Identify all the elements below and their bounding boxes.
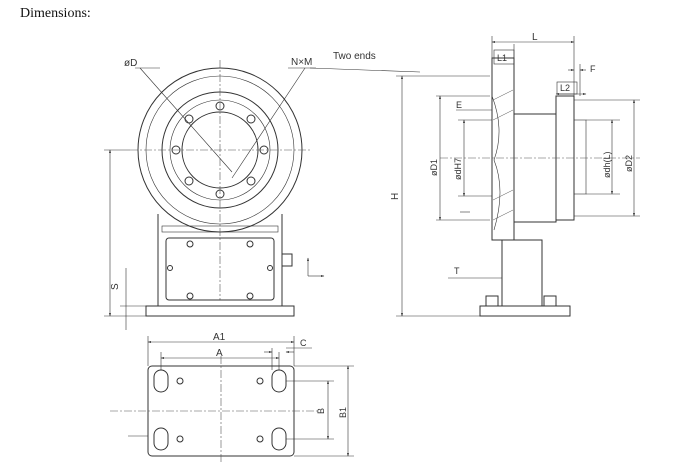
- t-label: T: [454, 266, 460, 276]
- od1-label: øD1: [429, 159, 439, 176]
- od-label: øD: [124, 58, 137, 69]
- b1-label: B1: [338, 407, 348, 418]
- l2-label: L2: [560, 83, 570, 93]
- two-ends-note: Two ends: [333, 51, 376, 62]
- dimensions-heading: Dimensions:: [20, 6, 91, 21]
- odh-label: ødh(L): [602, 151, 612, 178]
- nxm-label: N×M: [291, 57, 312, 68]
- f-label: F: [590, 64, 596, 74]
- l-label: L: [532, 32, 538, 43]
- a-label: A: [216, 348, 223, 359]
- front-view: øD N×M Two ends S: [104, 51, 421, 330]
- bottom-view: A1 A C B B1: [110, 332, 354, 464]
- side-view: H øD1 ødH7 E T L L1 F L2: [390, 32, 640, 317]
- od2-label: øD2: [624, 155, 634, 172]
- s-label: S: [110, 283, 121, 290]
- b-label: B: [316, 408, 326, 414]
- h-label: H: [390, 193, 401, 200]
- e-label: E: [456, 100, 462, 110]
- odh7-label: ødH7: [453, 158, 463, 180]
- l1-label: L1: [497, 53, 507, 63]
- a1-label: A1: [213, 332, 226, 343]
- c-label: C: [300, 338, 307, 348]
